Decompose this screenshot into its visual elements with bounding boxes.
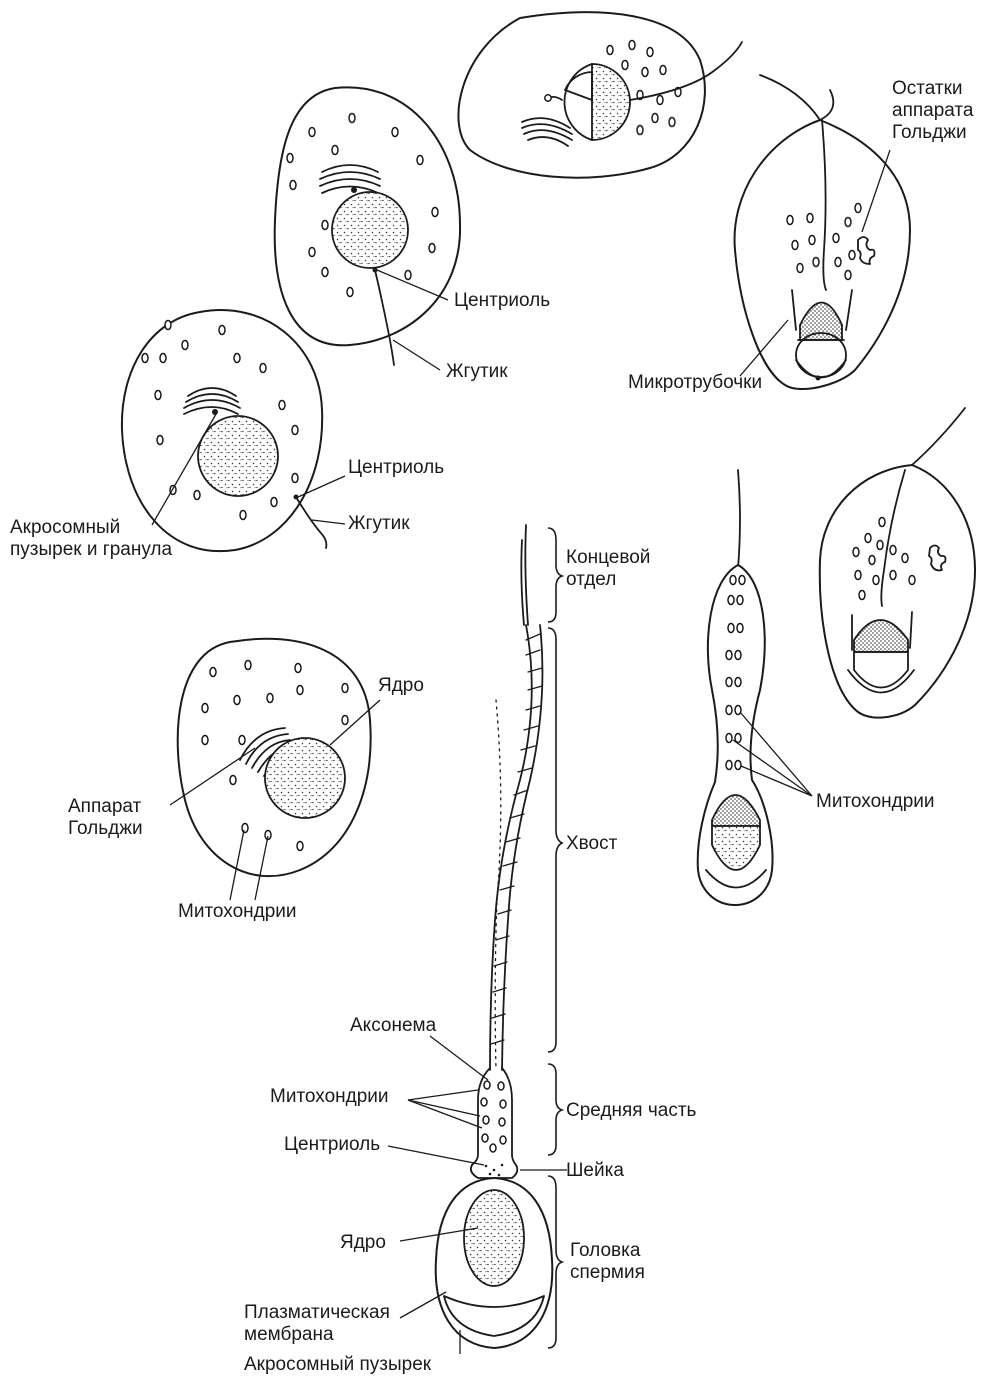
label-golgi-remnants: Остатки аппарата Гольджи	[892, 78, 979, 143]
label-centriole-1: Центриоль	[454, 290, 550, 311]
label-axoneme: Аксонема	[350, 1015, 437, 1036]
nucleus-stage-2	[332, 192, 408, 268]
brace-middle-piece	[548, 1064, 562, 1155]
label-flagellum-2: Жгутик	[348, 513, 410, 534]
label-end-piece: Концевой отдел	[566, 547, 656, 590]
label-microtubules: Микротрубочки	[628, 372, 762, 393]
label-nucleus-2: Ядро	[340, 1232, 386, 1253]
label-plasma-membrane: Плазматическая мембрана	[244, 1302, 395, 1345]
label-mitochondria-1: Митохондрии	[178, 901, 297, 922]
acrosome-granule-2	[351, 187, 357, 193]
label-nucleus-1: Ядро	[378, 675, 424, 696]
label-golgi-apparatus: Аппарат Гольджи	[68, 796, 147, 839]
label-flagellum-1: Жгутик	[446, 361, 508, 382]
braces	[548, 528, 562, 1348]
sperm-nucleus	[464, 1190, 524, 1286]
middle-piece-mitochondria	[481, 1081, 506, 1152]
cell-stage-3	[458, 12, 742, 177]
tail-right	[502, 625, 542, 1070]
neck-dots	[485, 1164, 504, 1177]
cell-stage-6	[698, 470, 773, 905]
label-sperm-head: Головка спермия	[570, 1240, 646, 1283]
cell-stage-4	[735, 75, 910, 389]
label-neck: Шейка	[566, 1160, 624, 1181]
acrosome-granule	[212, 409, 218, 415]
cell-stage-7	[820, 408, 975, 718]
label-centriole-3: Центриоль	[284, 1134, 380, 1155]
end-piece	[525, 525, 528, 625]
cell-stage-2	[275, 87, 460, 365]
label-acrosome-vesicle-granule: Акросомный пузырек и гранула	[10, 517, 172, 560]
tail-left	[490, 625, 532, 1070]
cell-stage-1	[122, 310, 326, 551]
brace-end-piece	[548, 528, 562, 622]
brace-tail	[548, 628, 562, 1052]
label-acrosome-vesicle: Акросомный пузырек	[244, 1354, 432, 1375]
middle-piece-right	[502, 1068, 516, 1165]
label-centriole-2: Центриоль	[348, 457, 444, 478]
mature-sperm	[436, 525, 553, 1348]
neck	[471, 1165, 517, 1178]
label-mitochondria-2: Митохондрии	[816, 791, 935, 812]
flagellum-1	[296, 497, 326, 548]
nucleus-stage-1	[198, 416, 278, 496]
tail-helix	[491, 634, 542, 1044]
nucleus-stage-5	[265, 738, 345, 818]
cell-stage-5	[178, 639, 371, 876]
label-middle-piece: Средняя часть	[566, 1100, 697, 1121]
label-mitochondria-3: Митохондрии	[270, 1086, 389, 1107]
label-tail: Хвост	[566, 833, 618, 854]
